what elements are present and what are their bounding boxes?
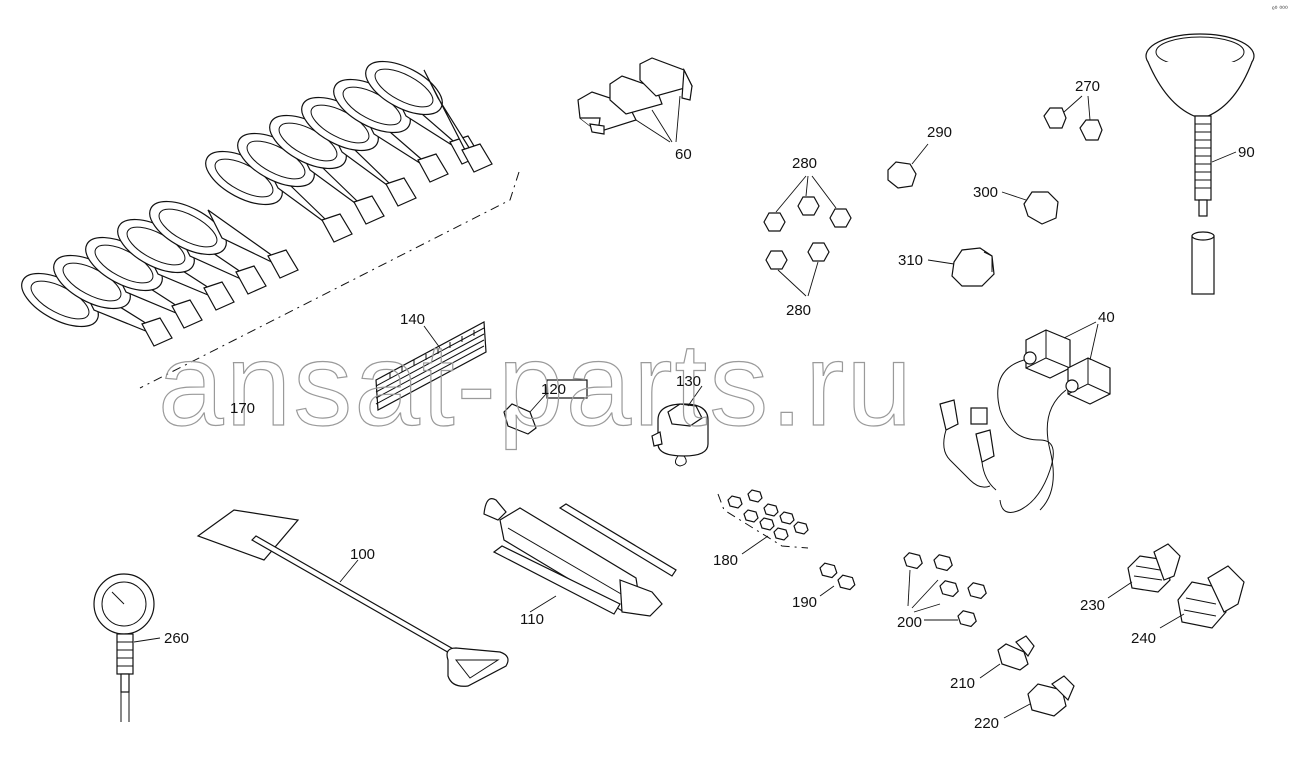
callout-310: 310 bbox=[898, 252, 923, 269]
strap-coil bbox=[149, 200, 299, 279]
callout-100: 100 bbox=[350, 546, 375, 563]
fitting bbox=[939, 580, 959, 598]
fitting bbox=[957, 610, 977, 628]
callout-280-bottom: 280 bbox=[786, 302, 811, 319]
fitting bbox=[837, 574, 856, 591]
caps-280-drawing bbox=[763, 175, 852, 297]
callout-140: 140 bbox=[400, 311, 425, 328]
fitting bbox=[759, 517, 775, 531]
callout-230: 230 bbox=[1080, 597, 1105, 614]
callout-260: 260 bbox=[164, 630, 189, 647]
fitting bbox=[933, 554, 953, 572]
callout-180: 180 bbox=[713, 552, 738, 569]
callout-190: 190 bbox=[792, 594, 817, 611]
grease-nipple-130-drawing bbox=[651, 385, 709, 467]
hex-cap bbox=[765, 250, 788, 270]
straps-drawing bbox=[21, 60, 520, 389]
grease-gun-drawing bbox=[483, 498, 677, 617]
pressure-gauge-drawing bbox=[93, 573, 161, 722]
wedges-drawing bbox=[577, 57, 693, 143]
callout-200: 200 bbox=[897, 614, 922, 631]
fitting bbox=[819, 562, 838, 579]
callout-220: 220 bbox=[974, 715, 999, 732]
callout-290: 290 bbox=[927, 124, 952, 141]
fitting bbox=[903, 552, 923, 570]
drawing-code: ᵉ⁰ ⁰⁰⁰ bbox=[1272, 5, 1288, 13]
hex-cap bbox=[829, 208, 852, 228]
callout-90: 90 bbox=[1238, 144, 1255, 161]
callout-120: 120 bbox=[541, 381, 566, 398]
callout-300: 300 bbox=[973, 184, 998, 201]
connectors-40-drawing bbox=[939, 321, 1111, 513]
fitting bbox=[967, 582, 987, 600]
callout-110: 110 bbox=[520, 611, 544, 628]
ruler-drawing bbox=[375, 321, 487, 411]
callout-210: 210 bbox=[950, 675, 975, 692]
funnel-drawing bbox=[1145, 33, 1255, 295]
callout-280-top: 280 bbox=[792, 155, 817, 172]
fitting bbox=[779, 511, 795, 525]
callout-170: 170 bbox=[230, 400, 255, 417]
adapter-120-drawing bbox=[503, 379, 588, 435]
callout-40: 40 bbox=[1098, 309, 1115, 326]
callout-60: 60 bbox=[675, 146, 692, 163]
plugs-drawing bbox=[887, 95, 1103, 287]
fitting bbox=[793, 521, 809, 535]
strap-coil bbox=[365, 60, 493, 173]
fitting bbox=[763, 503, 779, 517]
callout-240: 240 bbox=[1131, 630, 1156, 647]
watermark: ansat-parts.ru bbox=[158, 319, 914, 451]
fittings-drawing bbox=[717, 489, 1245, 719]
fitting bbox=[773, 527, 789, 541]
fitting bbox=[743, 509, 759, 523]
hex-cap bbox=[797, 196, 820, 216]
hex-cap bbox=[763, 212, 786, 232]
hex-cap bbox=[807, 242, 830, 262]
scraper-drawing bbox=[196, 509, 509, 687]
fitting bbox=[727, 495, 743, 509]
fitting bbox=[747, 489, 763, 503]
callout-270: 270 bbox=[1075, 78, 1100, 95]
callout-130: 130 bbox=[676, 373, 701, 390]
